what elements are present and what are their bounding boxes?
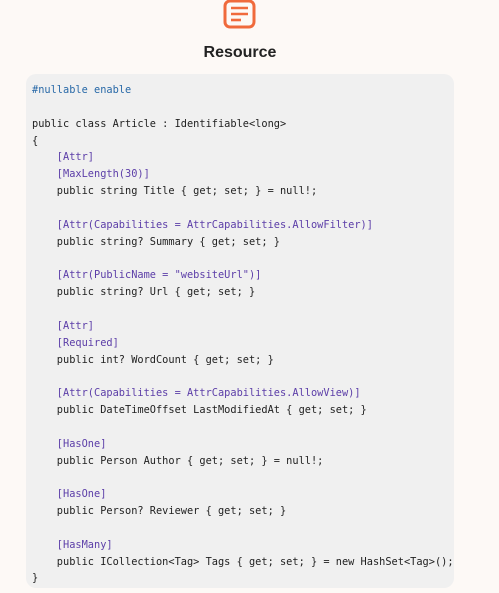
code-line: [HasOne] bbox=[32, 437, 107, 450]
code-line: { bbox=[32, 134, 39, 147]
code-block[interactable]: #nullable enable public class Article : … bbox=[26, 74, 454, 588]
document-icon bbox=[222, 0, 258, 30]
code-line: [Attr] bbox=[32, 151, 94, 164]
code-line: public class Article : Identifiable<long… bbox=[32, 117, 287, 130]
code-line: [Attr(Capabilities = AttrCapabilities.Al… bbox=[32, 387, 361, 400]
code-line: public Person Author { get; set; } = nul… bbox=[32, 454, 324, 467]
code-line: public DateTimeOffset LastModifiedAt { g… bbox=[32, 404, 367, 417]
page-title: Resource bbox=[203, 44, 277, 61]
code-line: public int? WordCount { get; set; } bbox=[32, 353, 274, 366]
code-line: public ICollection<Tag> Tags { get; set;… bbox=[32, 555, 454, 568]
code-line: [HasOne] bbox=[32, 488, 107, 501]
code-line: public string Title { get; set; } = null… bbox=[32, 185, 318, 198]
code-line: public Person? Reviewer { get; set; } bbox=[32, 505, 287, 518]
code-line: public string? Summary { get; set; } bbox=[32, 235, 280, 248]
code-line: } bbox=[32, 572, 39, 585]
code-line: #nullable enable bbox=[32, 84, 132, 96]
code-line: [Attr] bbox=[32, 319, 94, 332]
code-line: [MaxLength(30)] bbox=[32, 168, 150, 181]
code-line: public string? Url { get; set; } bbox=[32, 286, 256, 299]
code-line: [HasMany] bbox=[32, 538, 113, 551]
code-line: [Attr(PublicName = "websiteUrl")] bbox=[32, 269, 262, 282]
code-text: #nullable enable public class Article : … bbox=[32, 82, 454, 587]
code-line: [Attr(Capabilities = AttrCapabilities.Al… bbox=[32, 218, 373, 231]
code-line: [Required] bbox=[32, 336, 119, 349]
